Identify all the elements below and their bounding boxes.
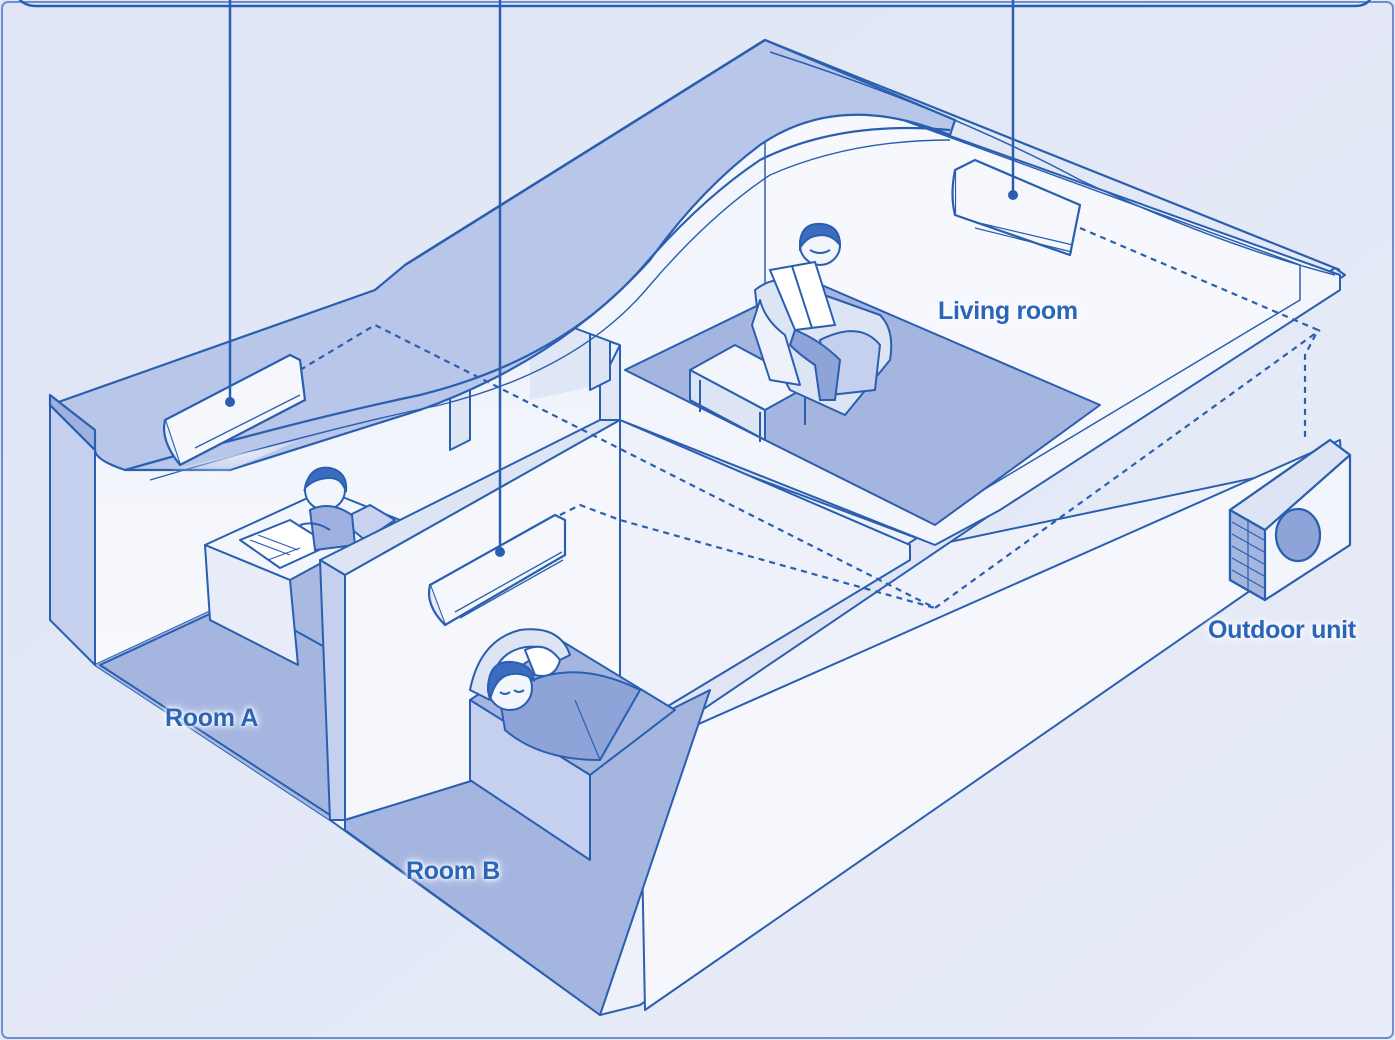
- refrigerant-piping: [299, 226, 1321, 610]
- room-b-label: Room B: [406, 857, 501, 885]
- indoor-unit-room-b: [427, 513, 567, 627]
- person-icon: [768, 222, 842, 401]
- living-room-label: Living room: [938, 297, 1078, 325]
- indoor-unit-living-room: [951, 158, 1082, 257]
- outdoor-condenser-icon: [1228, 438, 1352, 602]
- callout-box-edge: [18, 0, 1372, 8]
- outdoor-unit-label: Outdoor unit: [1208, 616, 1356, 644]
- indoor-unit-room-a: [162, 353, 307, 483]
- person-icon: [299, 466, 357, 552]
- person-icon: [486, 660, 536, 711]
- room-a-label: Room A: [165, 704, 259, 732]
- callout-leaders: [228, 0, 1015, 552]
